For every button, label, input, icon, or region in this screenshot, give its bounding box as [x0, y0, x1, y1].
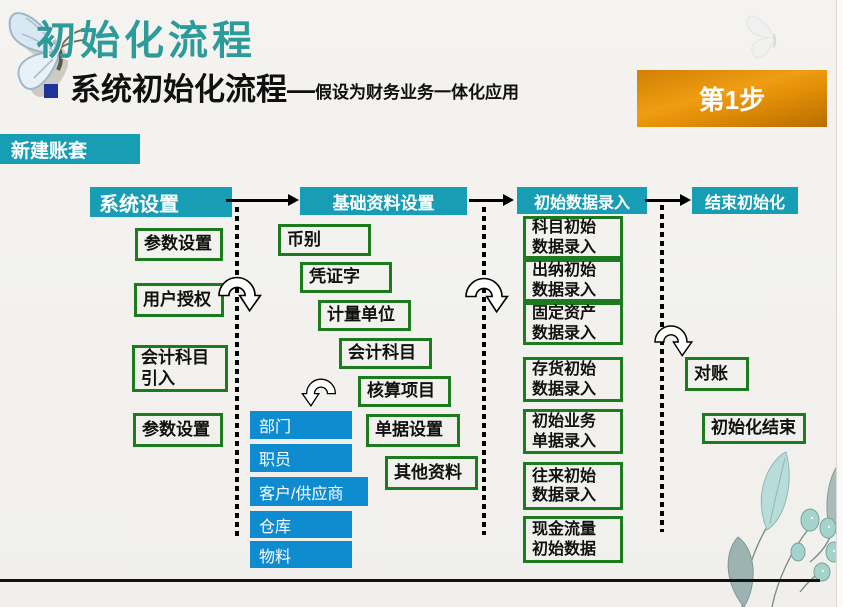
master-item-material: 物料	[250, 541, 352, 568]
bullet-square-icon	[44, 84, 58, 98]
arrow-col1-col2	[226, 194, 299, 206]
curved-arrow-icon-2	[465, 277, 509, 314]
flow-item-account-import: 会计科目 引入	[132, 345, 228, 392]
flow-item-other-data: 其他资料	[385, 456, 478, 490]
flow-item-currency: 币别	[278, 224, 371, 256]
flow-item-subject-initial: 科目初始 数据录入	[523, 216, 623, 259]
arrow-col3-col4	[645, 194, 691, 206]
flow-item-param-settings-2: 参数设置	[133, 413, 223, 447]
col-header-system-settings: 系统设置	[90, 187, 232, 217]
flow-item-initial-business-docs: 初始业务 单据录入	[523, 409, 623, 454]
heading-dash: —	[287, 74, 315, 105]
col-header-finish-init: 结束初始化	[692, 187, 798, 214]
curved-arrow-icon-1	[218, 276, 262, 313]
master-item-department: 部门	[250, 411, 352, 439]
flow-item-param-settings-1: 参数设置	[135, 228, 223, 261]
col-header-basic-data: 基础资料设置	[300, 187, 467, 215]
new-account-tag: 新建账套	[0, 134, 140, 164]
flow-item-inventory-initial: 存货初始 数据录入	[523, 357, 623, 402]
bottom-rule	[0, 579, 820, 582]
dotted-line-1	[235, 207, 239, 540]
flow-item-cashflow-initial: 现金流量 初始数据	[523, 516, 623, 563]
dotted-line-2	[482, 207, 486, 535]
flow-item-cashier-initial: 出纳初始 数据录入	[523, 259, 623, 302]
master-item-customer-supplier: 客户/供应商	[250, 477, 368, 506]
flow-item-document-settings: 单据设置	[366, 414, 460, 447]
flow-item-measure-unit: 计量单位	[318, 300, 411, 331]
dotted-line-3	[660, 205, 664, 532]
butterfly-faint-icon	[746, 15, 777, 59]
flow-item-accounting-subjects: 会计科目	[339, 338, 432, 369]
col-header-initial-data-entry: 初始数据录入	[517, 187, 647, 214]
flow-item-current-initial: 往来初始 数据录入	[523, 462, 623, 510]
master-item-employee: 职员	[250, 444, 352, 472]
curved-arrow-icon-4	[654, 325, 694, 357]
flow-item-fixed-assets: 固定资产 数据录入	[523, 302, 623, 345]
arrow-col2-col3	[469, 194, 514, 206]
heading-main: 系统初始化流程	[70, 72, 287, 108]
flow-item-voucher-word: 凭证字	[300, 262, 392, 293]
flow-item-accounting-items: 核算项目	[358, 376, 451, 407]
flow-item-user-auth: 用户授权	[134, 283, 224, 317]
flow-item-init-finished: 初始化结束	[702, 413, 806, 444]
heading-row: 系统初始化流程 — 假设为财务业务一体化应用	[44, 74, 519, 107]
slide-edge	[836, 0, 843, 607]
page-title: 初始化流程	[36, 19, 256, 63]
flow-item-reconciliation: 对账	[685, 357, 749, 391]
heading-note: 假设为财务业务一体化应用	[315, 83, 519, 102]
master-item-warehouse: 仓库	[250, 511, 352, 538]
butterfly-icon	[8, 12, 87, 97]
curved-arrow-icon-3	[301, 378, 337, 407]
step-1-button[interactable]: 第1步	[637, 70, 827, 127]
